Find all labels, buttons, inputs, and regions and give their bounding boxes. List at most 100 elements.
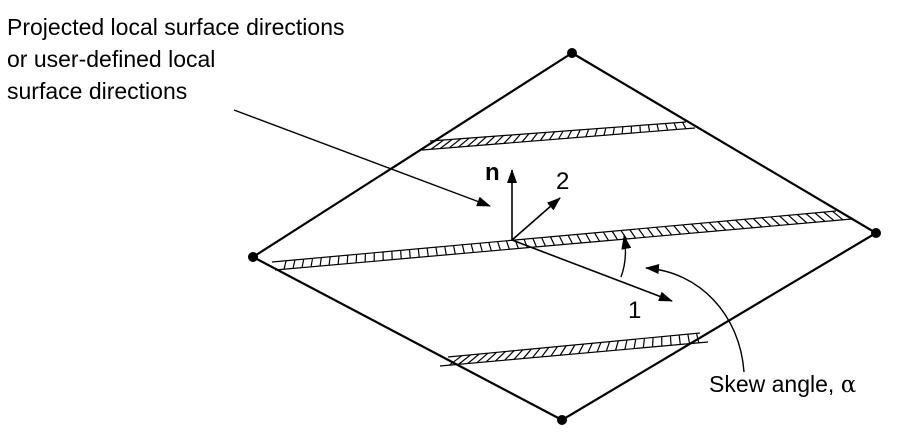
hatch-tick — [752, 218, 763, 228]
hatch-tick — [664, 123, 669, 131]
hatch-tick — [467, 136, 479, 147]
hatch-tick — [488, 242, 492, 252]
hatch-tick — [505, 240, 510, 250]
fiber-band-bottom — [439, 332, 709, 367]
hatch-tick — [476, 136, 487, 147]
skew-angle-label: Skew angle, α — [709, 373, 856, 397]
hatch-tick — [567, 234, 574, 244]
hatch-tick — [717, 221, 727, 231]
corner-node-bottom — [557, 415, 567, 425]
corner-node-left — [248, 252, 258, 262]
hatch-tick — [532, 238, 538, 248]
hatch-tick — [651, 337, 654, 347]
caption-line-2: or user-defined local — [7, 46, 216, 72]
hatch-tick — [611, 230, 619, 241]
hatch-tick — [673, 122, 678, 130]
hatch-tick — [585, 233, 592, 243]
hatch-tick — [678, 334, 681, 345]
hatch-tick — [576, 234, 583, 244]
hatch-tick — [796, 214, 808, 224]
hatch-tick — [479, 243, 483, 252]
hatch-tick — [541, 347, 550, 358]
hatch-tick — [452, 245, 456, 255]
hatch-tick — [430, 139, 445, 150]
hatch-tick — [673, 225, 682, 235]
hatch-tick — [448, 138, 462, 149]
fiber-band-top — [421, 121, 696, 151]
corner-node-top — [567, 48, 577, 58]
hatch-tick — [788, 214, 799, 225]
hatch-tick — [301, 259, 305, 268]
hatch-tick — [558, 235, 565, 245]
hatch-tick — [708, 222, 718, 232]
hatch-tick — [559, 345, 567, 356]
hatch-tick — [615, 340, 619, 351]
hatch-tick — [656, 124, 660, 132]
fiber-band-middle — [271, 210, 853, 271]
caption-line-1: Projected local surface directions — [7, 14, 345, 40]
hatch-tick — [770, 216, 781, 226]
hatch-tick — [467, 353, 480, 364]
hatch-tick — [814, 212, 826, 222]
hatch-tick — [539, 132, 547, 141]
hatch-tick — [576, 129, 581, 138]
hatch-tick — [603, 127, 607, 136]
element-outline — [250, 51, 879, 422]
hatch-tick — [310, 258, 314, 267]
hatch-tick — [503, 134, 513, 144]
hatch-tick — [470, 243, 474, 253]
hatch-tick — [319, 257, 322, 267]
hatch-tick — [504, 350, 515, 361]
hatch-tick — [602, 231, 610, 241]
hatch-tick — [567, 130, 573, 139]
hatch-tick — [328, 256, 331, 266]
hatch-tick — [435, 247, 438, 256]
hatch-tick — [400, 250, 402, 259]
hatch-tick — [726, 220, 736, 230]
hatch-tick — [476, 352, 489, 364]
skew-angle-arc — [620, 235, 632, 278]
hatch-tick — [699, 222, 709, 233]
hatch-tick — [408, 249, 411, 259]
hatch-tick — [512, 133, 521, 144]
axis-1-label: 1 — [628, 297, 642, 324]
hatch-tick — [695, 333, 700, 343]
hatch-tick — [521, 133, 530, 143]
hatch-tick — [687, 334, 691, 344]
hatch-tick — [624, 339, 628, 350]
hatch-tick — [642, 338, 645, 348]
hatch-tick — [655, 226, 664, 237]
hatch-tick — [513, 349, 524, 360]
hatch-tick — [647, 124, 651, 132]
hatch-tick — [346, 255, 349, 264]
hatch-tick — [646, 227, 655, 237]
hatch-tick — [485, 351, 498, 363]
hatch-tick — [426, 247, 429, 257]
hatch-tick — [292, 259, 296, 269]
hatch-tick — [585, 129, 590, 138]
hatch-tick — [557, 130, 564, 140]
hatch-tick — [530, 132, 538, 142]
direction-1-arrow — [511, 239, 673, 302]
direction-2-arrow — [511, 197, 561, 241]
hatch-tick — [458, 354, 471, 365]
hatch-tick — [283, 260, 287, 270]
hatch-tick — [439, 138, 453, 150]
hatch-tick — [548, 131, 556, 141]
hatch-tick — [761, 217, 772, 227]
hatch-tick — [621, 126, 624, 134]
hatch-tick — [633, 339, 637, 349]
hatch-tick — [541, 237, 547, 247]
hatch-tick — [735, 219, 745, 229]
hatch-tick — [531, 347, 541, 359]
hatch-tick — [832, 210, 844, 221]
hatch-tick — [578, 343, 585, 354]
hatch-tick — [629, 229, 637, 239]
hatch-tick — [823, 211, 835, 222]
hatch-tick — [682, 121, 687, 130]
hatch-tick — [337, 255, 340, 265]
corner-node-right — [871, 228, 881, 238]
hatch-tick — [682, 224, 691, 234]
hatch-tick — [494, 135, 504, 145]
